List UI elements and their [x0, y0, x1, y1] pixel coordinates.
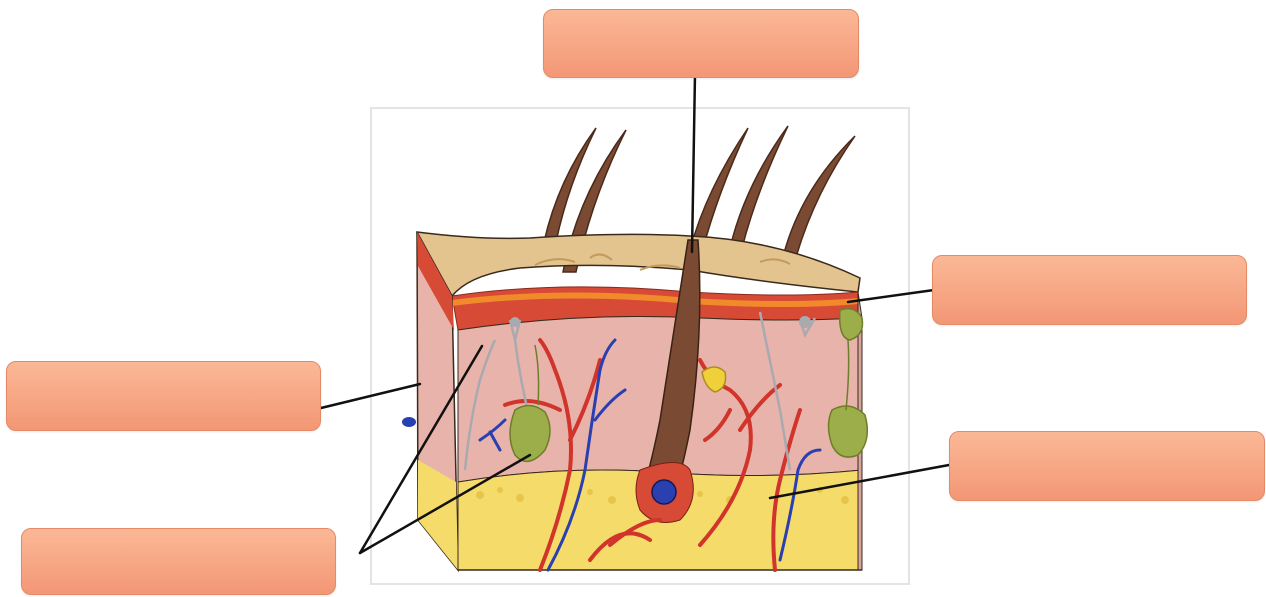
label-box-bottom-left[interactable] [21, 528, 336, 595]
label-box-left[interactable] [6, 361, 321, 431]
receptor-marker [402, 417, 416, 427]
papilla [652, 480, 676, 504]
label-box-right-upper[interactable] [932, 255, 1247, 325]
label-box-top[interactable] [543, 9, 859, 78]
label-box-right-lower[interactable] [949, 431, 1265, 501]
